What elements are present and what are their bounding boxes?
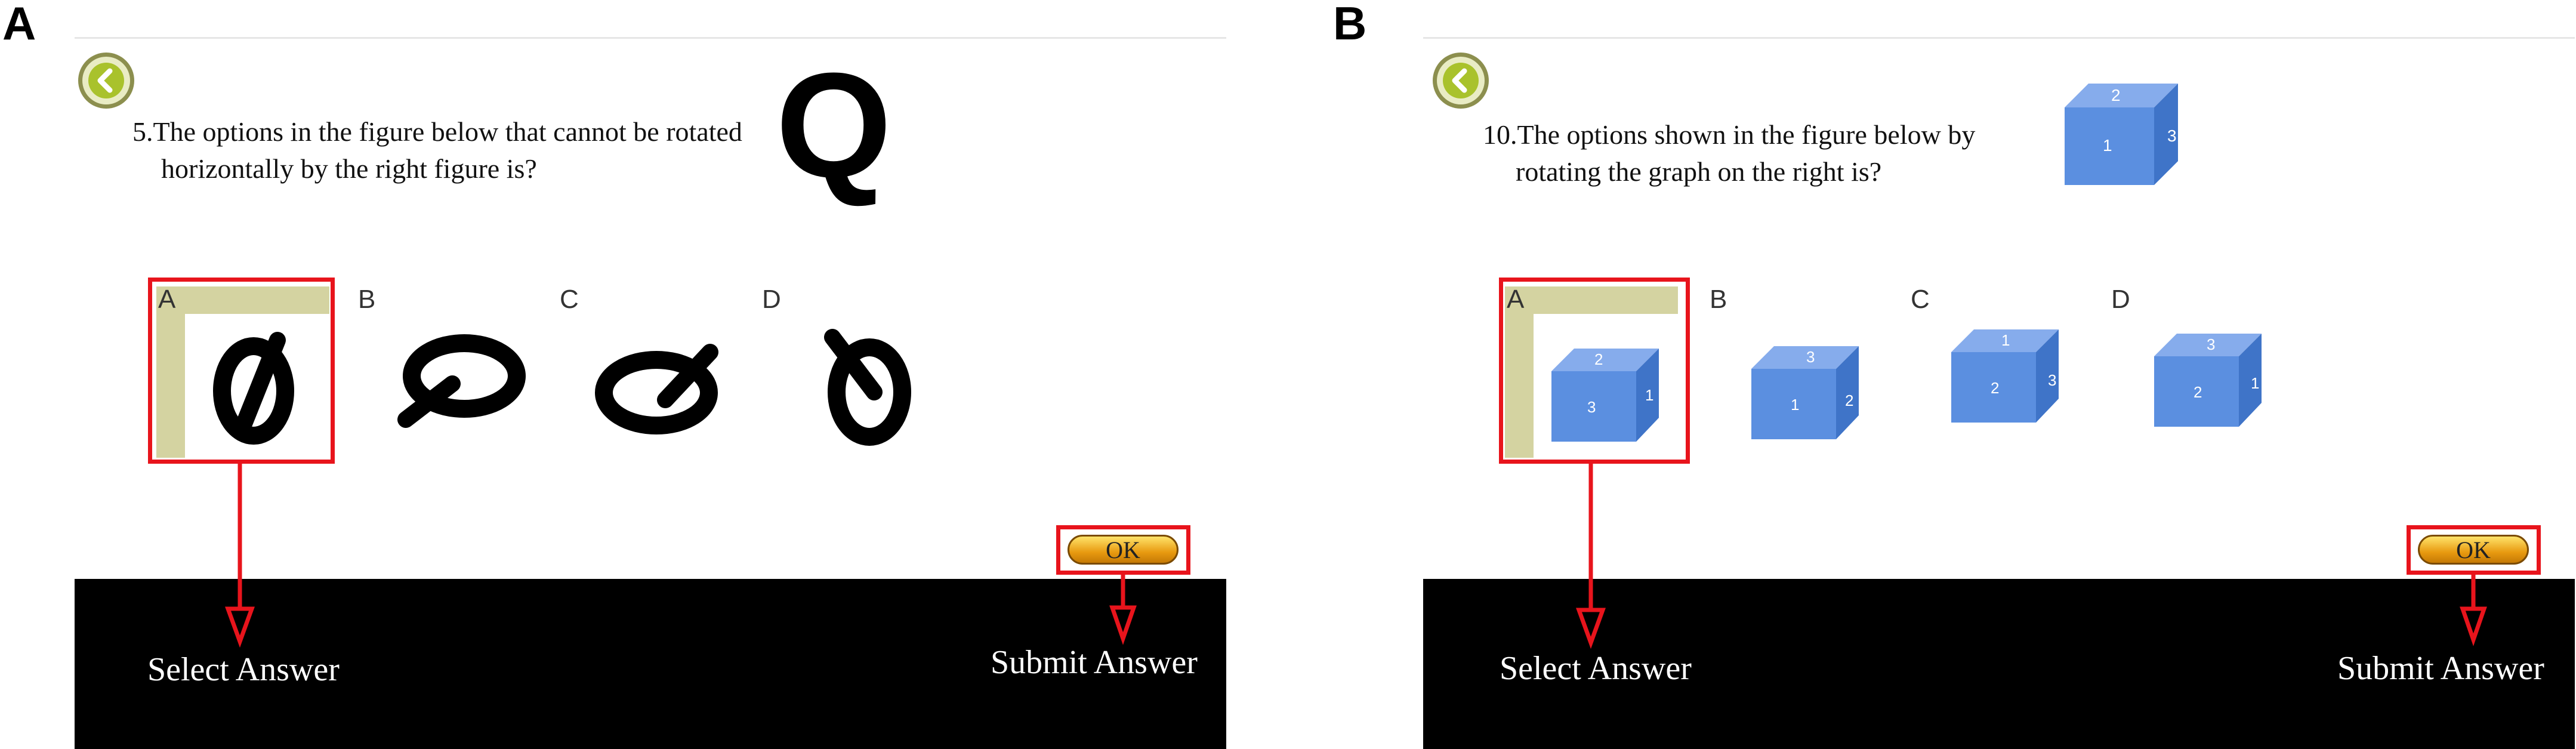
ok-highlight-a xyxy=(1056,525,1190,575)
reference-cube-front: 1 xyxy=(2103,136,2112,155)
select-answer-label-b: Select Answer xyxy=(1500,650,1692,687)
ok-button-a[interactable]: OK xyxy=(1068,535,1179,565)
answer-bar-b xyxy=(1423,579,2575,749)
option-a-label: A xyxy=(158,285,176,314)
answer-bar-a xyxy=(75,579,1226,749)
chevron-left-icon xyxy=(78,53,134,109)
top-divider-b xyxy=(1423,37,2575,39)
option-d-cube[interactable]: 3 2 1 xyxy=(2154,332,2265,434)
question-line-2: rotating the graph on the right is? xyxy=(1516,156,1882,187)
submit-answer-label-b: Submit Answer xyxy=(2337,650,2544,687)
reference-cube: 2 1 3 xyxy=(2065,84,2184,194)
question-line-2: horizontally by the right figure is? xyxy=(161,153,537,184)
top-divider-a xyxy=(75,37,1226,39)
option-d-label: D xyxy=(2111,285,2130,314)
option-c-label: C xyxy=(560,285,579,314)
option-a-label: A xyxy=(1507,285,1525,314)
question-line-1: 5.The options in the figure below that c… xyxy=(132,116,742,147)
reference-cube-top: 2 xyxy=(2111,86,2121,104)
reference-glyph: Q xyxy=(776,42,892,208)
option-b-label: B xyxy=(358,285,376,314)
submit-arrow-head-b xyxy=(2460,606,2487,646)
option-a-highlight[interactable] xyxy=(148,278,335,464)
option-c-glyph[interactable] xyxy=(594,334,731,442)
back-button-a[interactable] xyxy=(76,51,136,110)
option-d-label: D xyxy=(762,285,781,314)
reference-cube-side: 3 xyxy=(2167,127,2177,145)
panel-label-b: B xyxy=(1333,0,1367,50)
back-button-b[interactable] xyxy=(1431,51,1491,110)
question-text-a: 5.The options in the figure below that c… xyxy=(132,113,742,187)
panel-label-a: A xyxy=(2,0,36,50)
option-a-cube[interactable]: 2 3 1 xyxy=(1551,347,1662,449)
select-answer-label-a: Select Answer xyxy=(147,651,340,688)
option-c-cube[interactable]: 1 2 3 xyxy=(1951,328,2062,430)
submit-answer-label-a: Submit Answer xyxy=(991,644,1198,681)
chevron-left-icon xyxy=(1433,53,1489,109)
option-b-cube[interactable]: 3 1 2 xyxy=(1751,345,1862,446)
select-arrow-head-a xyxy=(225,606,255,648)
option-b-glyph[interactable] xyxy=(394,331,531,439)
option-a-glyph[interactable] xyxy=(194,325,319,451)
submit-arrow-head-a xyxy=(1109,605,1137,645)
option-c-label: C xyxy=(1911,285,1930,314)
ok-highlight-b xyxy=(2407,525,2541,575)
option-a-highlight[interactable] xyxy=(1499,278,1690,464)
option-d-glyph[interactable] xyxy=(815,325,922,451)
option-b-label: B xyxy=(1710,285,1727,314)
question-line-1: 10.The options shown in the figure below… xyxy=(1483,119,1976,150)
ok-button-b[interactable]: OK xyxy=(2418,535,2529,565)
select-arrow-head-b xyxy=(1576,608,1606,649)
question-text-b: 10.The options shown in the figure below… xyxy=(1483,116,1975,190)
